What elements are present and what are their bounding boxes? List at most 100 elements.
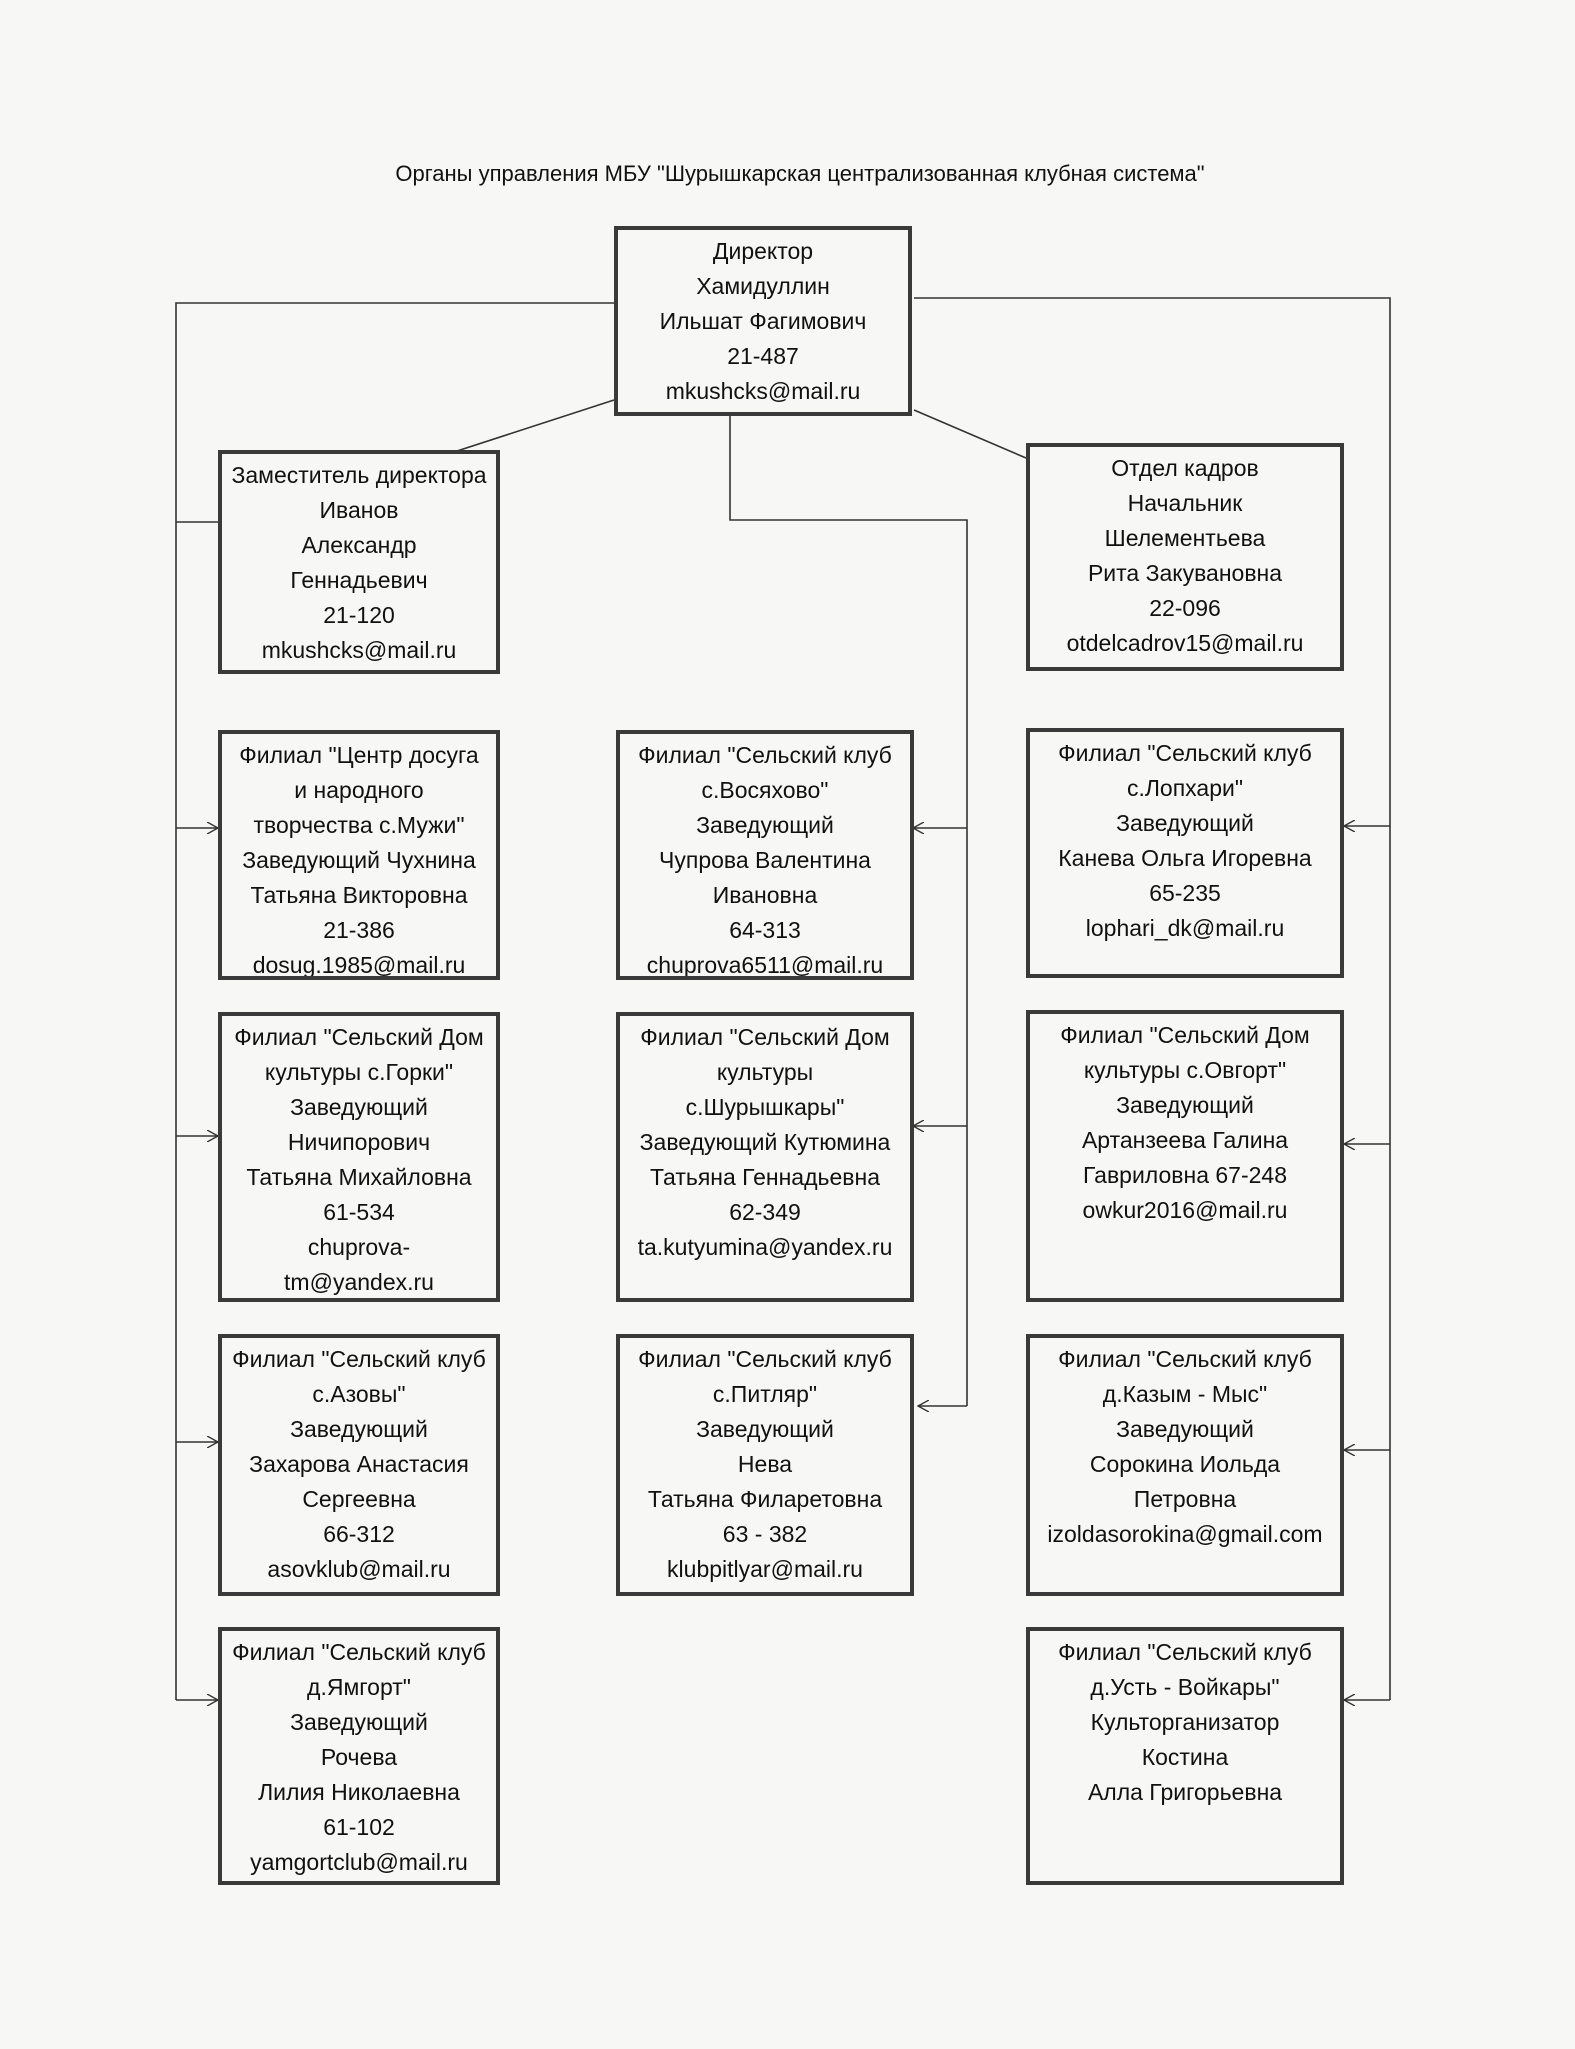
branch-shuryshkary-box: Филиал "Сельский Дом культуры с.Шурышкары"… [616, 1012, 914, 1302]
box-text-line: Татьяна Викторовна [250, 882, 468, 908]
box-text-line: Заведующий Чухнина [242, 847, 476, 873]
box-text-line: 65-235 [1149, 880, 1221, 906]
box-text-line: Шелементьева [1104, 525, 1266, 551]
box-text-line: 61-534 [323, 1199, 395, 1225]
box-text-line: Ильшат Фагимович [659, 308, 867, 334]
box-text-line: 64-313 [729, 917, 801, 943]
branch-pitlyar-box: Филиал "Сельский клуб с.Питляр" Заведующий… [616, 1334, 914, 1596]
box-text-line: tm@yandex.ru [284, 1269, 434, 1295]
box-text-line: Заведующий [290, 1416, 428, 1442]
box-text-line: Чупрова Валентина [659, 847, 871, 873]
box-text-line: Филиал "Сельский Дом [640, 1024, 890, 1050]
box-text-line: Заведующий [1116, 1416, 1254, 1442]
box-text-line: Костина [1141, 1744, 1229, 1770]
box-text-line: 66-312 [323, 1521, 395, 1547]
box-text-line: с.Азовы" [312, 1381, 406, 1407]
box-text-line: с.Лопхари" [1126, 775, 1244, 801]
box-text-line: Петровна [1133, 1486, 1237, 1512]
branch-gorki-box: Филиал "Сельский Дом культуры с.Горки" Зав… [218, 1012, 500, 1302]
box-text-line: chuprova- [307, 1234, 411, 1260]
director-to-hr-line [913, 409, 1027, 459]
box-text-line: Канева Ольга Игоревна [1058, 845, 1312, 871]
box-text-line: 22-096 [1149, 595, 1221, 621]
box-text-line: культуры с.Овгорт" [1083, 1057, 1287, 1083]
box-text-line: dosug.1985@mail.ru [252, 952, 466, 978]
box-text-line: lophari_dk@mail.ru [1085, 915, 1285, 941]
box-text-line: Начальник [1127, 490, 1243, 516]
box-text-line: 21-120 [323, 602, 395, 628]
box-text-line: Заведующий [696, 812, 834, 838]
box-text-line: Директор [712, 238, 814, 264]
box-text-line: и народного [294, 777, 424, 803]
branch-yamgort-box: Филиал "Сельский клуб д.Ямгорт" Заведующий… [218, 1627, 500, 1885]
box-text-line: 21-487 [727, 343, 799, 369]
box-text-line: Алла Григорьевна [1087, 1779, 1283, 1805]
box-text-line: asovklub@mail.ru [267, 1556, 451, 1582]
box-text-line: Филиал "Сельский клуб [638, 1346, 892, 1372]
box-text-line: Рочева [320, 1744, 398, 1770]
box-text-line: Геннадьевич [290, 567, 428, 593]
box-text-line: Сергеевна [302, 1486, 416, 1512]
box-text-line: Филиал "Сельский клуб [1058, 1639, 1312, 1665]
box-text-line: 62-349 [729, 1199, 801, 1225]
box-text-line: культуры [716, 1059, 814, 1085]
box-text-line: с.Шурышкары" [685, 1094, 845, 1120]
left-bus-line [175, 302, 614, 1700]
box-text-line: д.Казым - Мыс" [1102, 1381, 1268, 1407]
box-text-line: Заведующий [1116, 810, 1254, 836]
box-text-line: Заместитель директора [231, 462, 487, 488]
box-text-line: Татьяна Геннадьевна [650, 1164, 880, 1190]
box-text-line: Захарова Анастасия [249, 1451, 469, 1477]
box-text-line: Ничипорович [287, 1129, 431, 1155]
box-text-line: Иванов [319, 497, 399, 523]
branch-ovgort-box: Филиал "Сельский Дом культуры с.Овгорт" За… [1026, 1010, 1344, 1302]
branch-kazym-mys-box: Филиал "Сельский клуб д.Казым - Мыс" Завед… [1026, 1334, 1344, 1596]
box-text-line: Александр [301, 532, 417, 558]
box-text-line: творчества с.Мужи" [253, 812, 465, 838]
box-text-line: с.Питляр" [712, 1381, 818, 1407]
box-text-line: культуры с.Горки" [264, 1059, 454, 1085]
box-text-line: с.Восяхово" [701, 777, 829, 803]
box-text-line: klubpitlyar@mail.ru [667, 1556, 863, 1582]
box-text-line: Отдел кадров [1111, 455, 1259, 481]
branch-vosyakhovo-box: Филиал "Сельский клуб с.Восяхово" Заведующ… [616, 730, 914, 980]
box-text-line: Филиал "Сельский клуб [638, 742, 892, 768]
box-text-line: Хамидуллин [696, 273, 830, 299]
box-text-line: Рита Закувановна [1087, 560, 1283, 586]
box-text-line: Филиал "Сельский клуб [1058, 1346, 1312, 1372]
box-text-line: izoldasorokina@gmail.com [1047, 1521, 1323, 1547]
box-text-line: mkushcks@mail.ru [665, 378, 861, 404]
box-text-line: Заведующий [1116, 1092, 1254, 1118]
box-text-line: Ивановна [712, 882, 818, 908]
box-text-line: Заведующий [696, 1416, 834, 1442]
box-text-line: Филиал "Сельский клуб [1058, 740, 1312, 766]
branch-ust-voykary-box: Филиал "Сельский клуб д.Усть - Войкары" Ку… [1026, 1627, 1344, 1885]
box-text-line: owkur2016@mail.ru [1082, 1197, 1288, 1223]
middle-bus-line [729, 412, 968, 1406]
box-text-line: Филиал "Сельский Дом [234, 1024, 484, 1050]
box-text-line: Филиал "Сельский Дом [1060, 1022, 1310, 1048]
chart-title: Органы управления МБУ "Шурышкарская цент… [395, 161, 1205, 186]
box-text-line: Культорганизатор [1090, 1709, 1280, 1735]
box-text-line: Татьяна Филаретовна [647, 1486, 883, 1512]
box-text-line: д.Усть - Войкары" [1090, 1674, 1280, 1700]
branch-lopkhari-box: Филиал "Сельский клуб с.Лопхари" Заведующи… [1026, 728, 1344, 978]
box-text-line: Филиал "Сельский клуб [232, 1346, 486, 1372]
box-text-line: mkushcks@mail.ru [261, 637, 457, 663]
box-text-line: Лилия Николаевна [258, 1779, 460, 1805]
box-text-line: д.Ямгорт" [307, 1674, 411, 1700]
box-text-line: Заведующий [290, 1709, 428, 1735]
box-text-line: Заведующий [290, 1094, 428, 1120]
right-bus-line [914, 297, 1391, 1700]
box-text-line: 21-386 [323, 917, 395, 943]
box-text-line: Нева [737, 1451, 793, 1477]
branch-muzhi-box: Филиал "Центр досуга и народного творчеств… [218, 730, 500, 980]
box-text-line: Сорокина Иольда [1089, 1451, 1281, 1477]
box-text-line: Заведующий Кутюмина [639, 1129, 891, 1155]
box-text-line: yamgortclub@mail.ru [250, 1849, 468, 1875]
box-text-line: Филиал "Сельский клуб [232, 1639, 486, 1665]
box-text-line: Филиал "Центр досуга [239, 742, 479, 768]
